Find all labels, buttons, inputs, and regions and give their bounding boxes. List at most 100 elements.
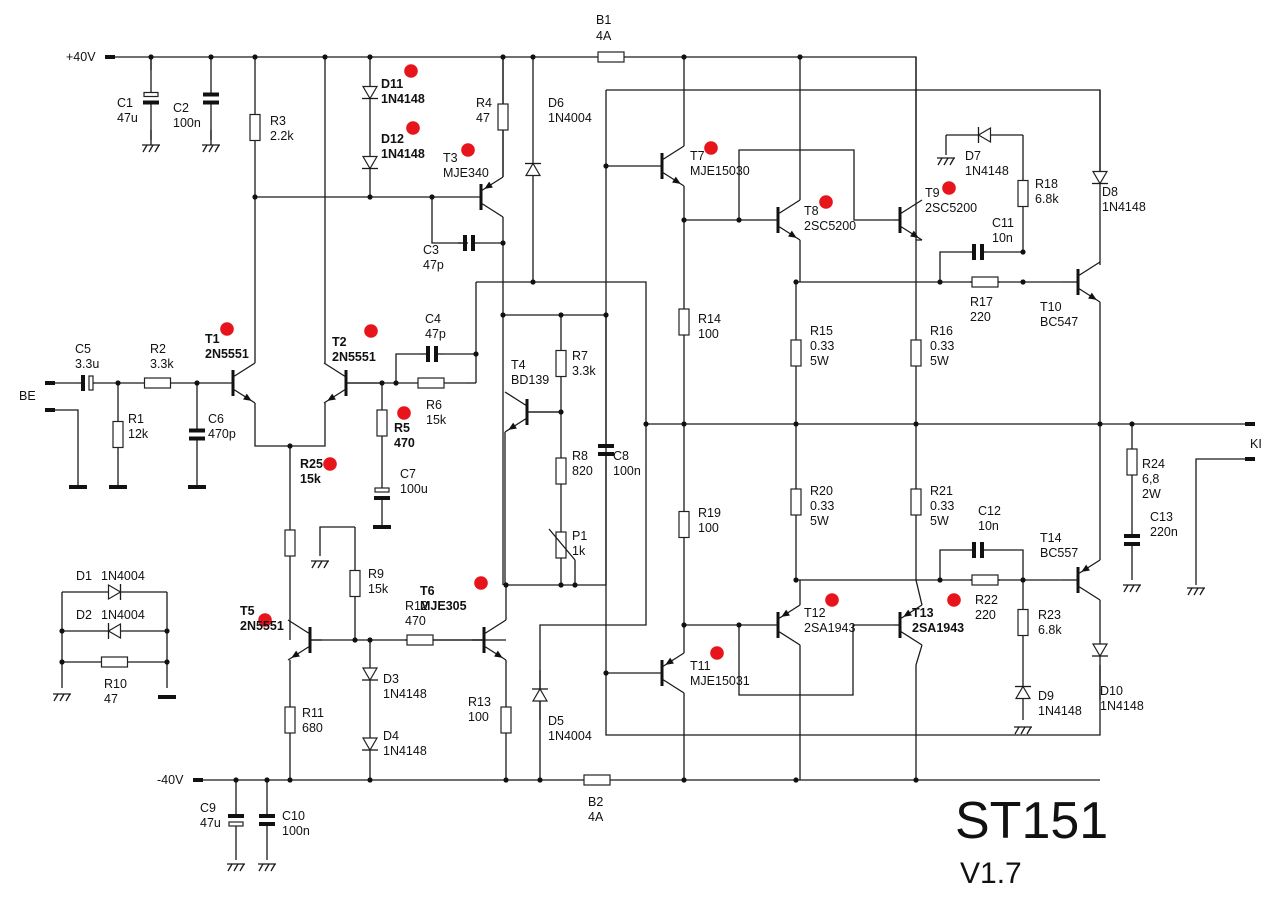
junction-dot [681, 54, 687, 60]
junction-dot [164, 659, 170, 665]
r7-value: 3.3k [572, 364, 596, 378]
c10-ref: C10 [282, 809, 305, 823]
r25-value: 15k [300, 472, 321, 486]
t2-value: 2N5551 [332, 350, 376, 364]
d7-diode [946, 126, 1023, 144]
d5-value: 1N4004 [548, 729, 592, 743]
junction-dot [264, 777, 270, 783]
d12-ref: D12 [381, 132, 404, 146]
marker-t7 [704, 141, 718, 155]
b1-value: 4A [596, 29, 612, 43]
junction-dot [473, 351, 479, 357]
c6-value: 470p [208, 427, 236, 441]
t11-transistor [606, 652, 685, 694]
r8-ref: R8 [572, 449, 588, 463]
d1-ref: D1 [76, 569, 92, 583]
junction-dot [1020, 577, 1026, 583]
c9-value: 47u [200, 816, 221, 830]
wire [606, 89, 1101, 175]
r24-power: 2W [1142, 487, 1161, 501]
ground-icon [1014, 726, 1032, 735]
d6-ref: D6 [548, 96, 564, 110]
wire [55, 409, 79, 486]
c4-value: 47p [425, 327, 446, 341]
junction-dot [59, 628, 65, 634]
c5-ref: C5 [75, 342, 91, 356]
r20-power: 5W [810, 514, 829, 528]
junction-dot [252, 194, 258, 200]
junction-dot [208, 54, 214, 60]
marker-t1 [220, 322, 234, 336]
r3-ref: R3 [270, 114, 286, 128]
c11-capacitor [970, 244, 986, 260]
t10-value: BC547 [1040, 315, 1078, 329]
junction-dot [322, 54, 328, 60]
junction-dot [572, 582, 578, 588]
junction-dot [393, 380, 399, 386]
t8-value: 2SC5200 [804, 219, 856, 233]
r21-ref: R21 [930, 484, 953, 498]
r17-value: 220 [970, 310, 991, 324]
t9-transistor [894, 199, 923, 241]
junction-dot [367, 777, 373, 783]
r14-ref: R14 [698, 312, 721, 326]
r19-resistor [678, 424, 690, 625]
c7-value: 100u [400, 482, 428, 496]
junction-dot [681, 777, 687, 783]
c3-capacitor [458, 235, 480, 251]
junction-dot [537, 777, 543, 783]
junction-dot [1097, 421, 1103, 427]
wire [986, 549, 1024, 580]
d5-ref: D5 [548, 714, 564, 728]
r24-value: 6,8 [1142, 472, 1159, 486]
junction-dot [500, 54, 506, 60]
schematic-title: ST151 [955, 792, 1108, 850]
junction-dot [558, 312, 564, 318]
t5-ref: T5 [240, 604, 255, 618]
r10-ref: R10 [104, 677, 127, 691]
t9-ref: T9 [925, 186, 940, 200]
c13-value: 220n [1150, 525, 1178, 539]
junction-dot [1129, 421, 1135, 427]
c2-capacitor [203, 57, 219, 140]
r24-ref: R24 [1142, 457, 1165, 471]
marker-t11 [710, 646, 724, 660]
c3-value: 47p [423, 258, 444, 272]
c5-capacitor [79, 375, 95, 391]
input-port-label: BE [19, 389, 36, 403]
junction-dot [148, 54, 154, 60]
r15-power: 5W [810, 354, 829, 368]
wire [939, 549, 970, 580]
d6-value: 1N4004 [548, 111, 592, 125]
r17-ref: R17 [970, 295, 993, 309]
r9-ref: R9 [368, 567, 384, 581]
marker-t3 [461, 143, 475, 157]
b2-fuse [583, 774, 611, 786]
junctions [59, 54, 1135, 783]
r4-value: 47 [476, 111, 490, 125]
p1-value: 1k [572, 544, 586, 558]
r6-resistor [396, 377, 466, 389]
r24-resistor [1126, 424, 1138, 500]
junction-dot [937, 279, 943, 285]
r21-power: 5W [930, 514, 949, 528]
t13-value: 2SA1943 [912, 621, 964, 635]
r22-value: 220 [975, 608, 996, 622]
c1-ref: C1 [117, 96, 133, 110]
d7-ref: D7 [965, 149, 981, 163]
t6-value: MJE305 [420, 599, 467, 613]
r13-resistor [500, 660, 512, 780]
junction-dot [379, 380, 385, 386]
junction-dot [736, 217, 742, 223]
d11-value: 1N4148 [381, 92, 425, 106]
wire [431, 197, 468, 244]
r1-value: 12k [128, 427, 149, 441]
output-port-label: KI [1250, 437, 1262, 451]
t7-value: MJE15030 [690, 164, 750, 178]
t2-transistor [323, 362, 382, 404]
r6-ref: R6 [426, 398, 442, 412]
c11-value: 10n [992, 231, 1013, 245]
r20-value: 0.33 [810, 499, 834, 513]
ground-icon [227, 863, 245, 872]
